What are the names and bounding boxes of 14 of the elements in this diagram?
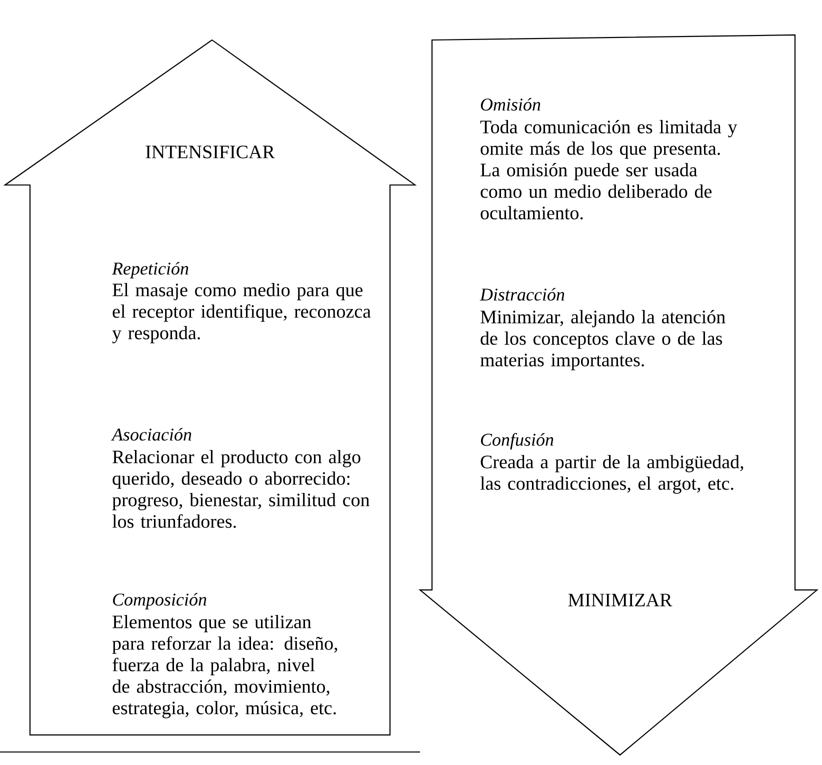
section-heading: Omisión	[480, 98, 540, 111]
section-heading: Repetición	[112, 262, 188, 278]
section-text: El masaje como medio para que el receptor identifique, reconozca y responda.	[112, 283, 371, 344]
arrow-title: MINIMIZAR	[568, 594, 672, 606]
section-heading: Asociación	[111, 428, 192, 441]
section-text: Relacionar el producto con algo querido, deseado o aborrecido: progreso, bienestar, similitud con los triunfadores.	[112, 450, 370, 528]
section-heading: Confusión	[481, 433, 554, 450]
section-text: Elementos que se utilizan para reforzar la idea: diseño, fuerza de la palabra, nivel de abstracción, movimiento, estrategia, color, música, etc.	[112, 615, 338, 718]
arrow-title: INTENSIFICAR	[146, 146, 275, 158]
section-text: Toda comunicación es limitada y omite más de los que presenta. La omisión puede ser usada como un medio deliberado de ocultamiento.	[480, 120, 738, 220]
section-heading: Distracción	[480, 288, 564, 301]
section-text: Creada a partir de la ambigüedad, las contradicciones, el argot, etc.	[480, 455, 744, 494]
section-heading: Composición	[113, 592, 206, 610]
section-text: Minimizar, alejando la atención de los conceptos clave o de las materias importantes.	[480, 310, 726, 370]
